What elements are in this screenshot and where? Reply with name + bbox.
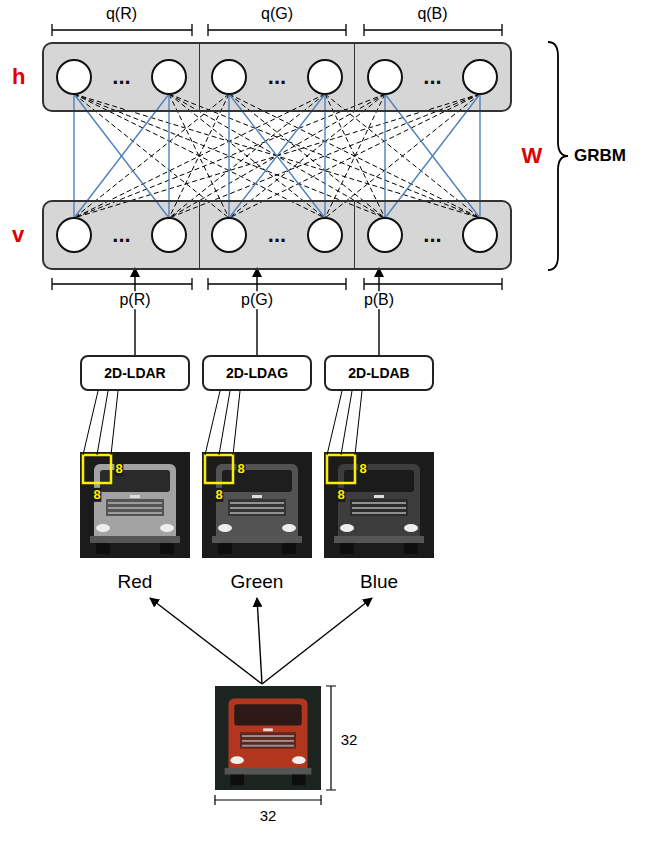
layer-size: q(B) [417,5,447,23]
visible-layer: v......... [42,200,512,270]
truck-picture [212,464,302,554]
node-text: h [12,64,25,90]
patch-size: 8 [358,462,367,476]
channel-caption: Red [118,572,153,593]
unit-circle [152,218,186,252]
channel-image [324,452,434,558]
unit-circle [463,218,497,252]
patch-size: 8 [214,488,223,502]
process-box: 2D-LDAG [202,355,312,391]
truck-picture [225,698,312,785]
truck-picture [90,464,180,554]
unit-circle [57,60,91,94]
flow-arrow [134,268,135,355]
flow-arrow [256,268,257,355]
unit-group: ... [355,44,510,110]
unit-circle [463,60,497,94]
unit-circle [57,218,91,252]
patch-size: 8 [236,462,245,476]
dimension-bracket [52,24,502,36]
rbm-network [43,43,511,269]
channel-caption: Green [231,572,284,593]
unit-circle [308,60,342,94]
channel-image [202,452,312,558]
node-text: ... [112,224,130,246]
fan-line [83,391,362,455]
patch-square [83,455,111,483]
hidden-layer: h......... [42,42,512,112]
unit-circle [308,218,342,252]
channel-caption: Blue [360,572,398,593]
patch-size: 8 [92,488,101,502]
unit-group: ... [44,44,199,110]
unit-group: ... [199,44,355,110]
input-image [215,686,321,790]
dimension-line [326,686,336,790]
unit-circle [152,60,186,94]
layer-size: p(B) [361,291,397,309]
node-text: v [12,222,24,248]
layer-fill [43,201,511,269]
patch-square [327,455,355,483]
node-text: ... [268,224,286,246]
dimension-value: 32 [260,808,277,825]
node-text: 2D-LDAG [226,365,288,381]
unit-circle [368,218,402,252]
truck-picture [334,464,424,554]
node-text: 2D-LDAR [104,365,165,381]
unit-group: ... [355,202,510,268]
dimension-value: 32 [341,732,358,749]
unit-circle [212,218,246,252]
curly-brace [548,42,568,270]
flow-arrow [378,268,379,355]
dimension-bracket [52,278,502,290]
layer-size: q(G) [261,5,293,23]
weight-label: W [522,144,543,168]
unit-group: ... [44,202,199,268]
process-box: 2D-LDAR [80,355,190,391]
node-text: ... [423,66,441,88]
layer-size: p(G) [238,291,276,309]
channel-image [80,452,190,558]
split-arrow [262,598,372,684]
patch-size: 8 [114,462,123,476]
node-text: 2D-LDAB [348,365,409,381]
split-arrow [150,598,262,684]
layer-size: p(R) [116,291,153,309]
node-text: ... [268,66,286,88]
layer-size: q(R) [106,5,137,23]
dimension-line [215,795,321,805]
layer-fill [43,43,511,111]
patch-square [205,455,233,483]
unit-group: ... [199,202,355,268]
unit-circle [212,60,246,94]
model-name: GRBM [574,147,626,166]
unit-circle [368,60,402,94]
node-text: ... [112,66,130,88]
patch-size: 8 [336,488,345,502]
process-box: 2D-LDAB [324,355,434,391]
node-text: ... [423,224,441,246]
split-arrow [257,598,262,684]
